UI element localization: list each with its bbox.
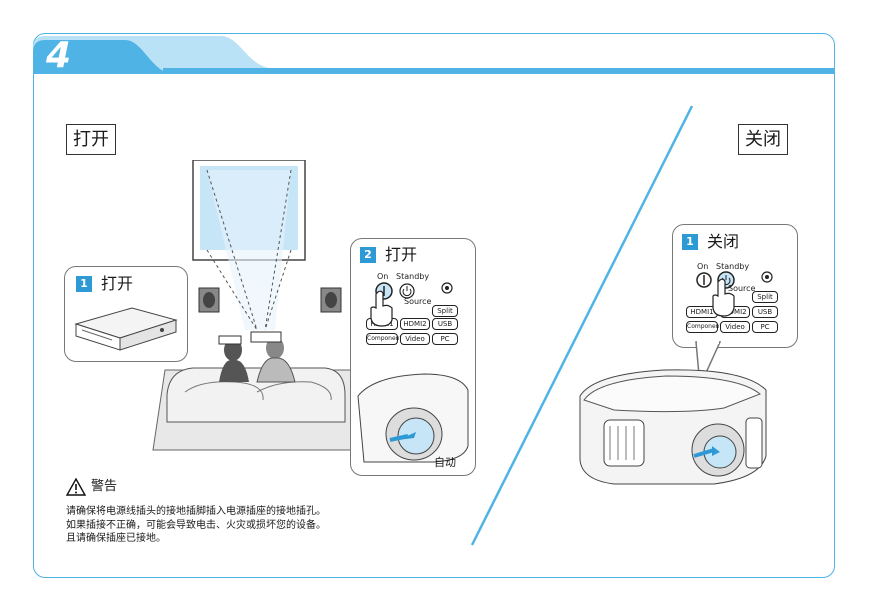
remote-pc-button[interactable]: PC: [432, 333, 458, 345]
power-on-step2-badge: 2: [360, 247, 376, 263]
remote-off-source-label: Source: [728, 284, 756, 293]
remote-off-component-button[interactable]: Component: [686, 321, 722, 333]
step-number: 4: [46, 35, 72, 76]
power-on-step1-title: 打开: [101, 274, 134, 293]
power-off-step1-badge: 1: [682, 234, 698, 250]
remote-off-split-button[interactable]: Split: [752, 291, 778, 303]
power-off-step1-title: 关闭: [707, 232, 740, 251]
page-frame: [33, 33, 835, 578]
remote-standby-label: Standby: [396, 272, 430, 281]
warning-line-2: 如果插接不正确，可能会导致电击、火灾或损坏您的设备。: [66, 519, 326, 531]
remote-hdmi2-button[interactable]: HDMI2: [400, 318, 430, 330]
remote-off-standby-label: Standby: [716, 262, 750, 271]
lens-cover-auto-label: 自动: [434, 456, 456, 469]
warning-icon: [66, 478, 86, 496]
home-theater-illustration: [152, 160, 352, 451]
remote-off-video-button[interactable]: Video: [720, 321, 750, 333]
source-device-illustration: [74, 307, 178, 351]
power-on-section-label: 打开: [66, 124, 116, 155]
power-off-section-label: 关闭: [738, 124, 788, 155]
remote-off-on-button[interactable]: [694, 270, 714, 290]
warning-text: 请确保将电源线插头的接地插脚插入电源插座的接地插孔。 如果插接不正确，可能会导致…: [66, 505, 326, 546]
remote-off-gear-icon[interactable]: [760, 270, 774, 284]
projector-illustration: [579, 369, 767, 485]
remote-gear-icon[interactable]: [440, 281, 454, 295]
step-header-tab: [33, 36, 835, 74]
remote-component-button[interactable]: Component: [366, 333, 402, 345]
remote-off-on-label: On: [697, 262, 709, 271]
pointing-hand-icon: [370, 290, 393, 327]
remote-split-button[interactable]: Split: [432, 305, 458, 317]
warning-line-3: 且请确保插座已接地。: [66, 533, 166, 544]
section-divider: [470, 105, 694, 546]
remote-usb-button[interactable]: USB: [432, 318, 458, 330]
remote-on-label: On: [377, 272, 389, 281]
projector-lens-illustration: [357, 373, 469, 463]
remote-standby-button[interactable]: [397, 281, 417, 301]
remote-off-pc-button[interactable]: PC: [752, 321, 778, 333]
power-on-step1-badge: 1: [76, 276, 92, 292]
remote-off-usb-button[interactable]: USB: [752, 306, 778, 318]
power-on-step2-title: 打开: [385, 245, 418, 264]
pointing-hand-off-icon: [712, 278, 735, 317]
remote-video-button[interactable]: Video: [400, 333, 430, 345]
warning-line-1: 请确保将电源线插头的接地插脚插入电源插座的接地插孔。: [66, 506, 326, 517]
remote-source-label: Source: [404, 297, 432, 306]
warning-title: 警告: [91, 479, 118, 494]
